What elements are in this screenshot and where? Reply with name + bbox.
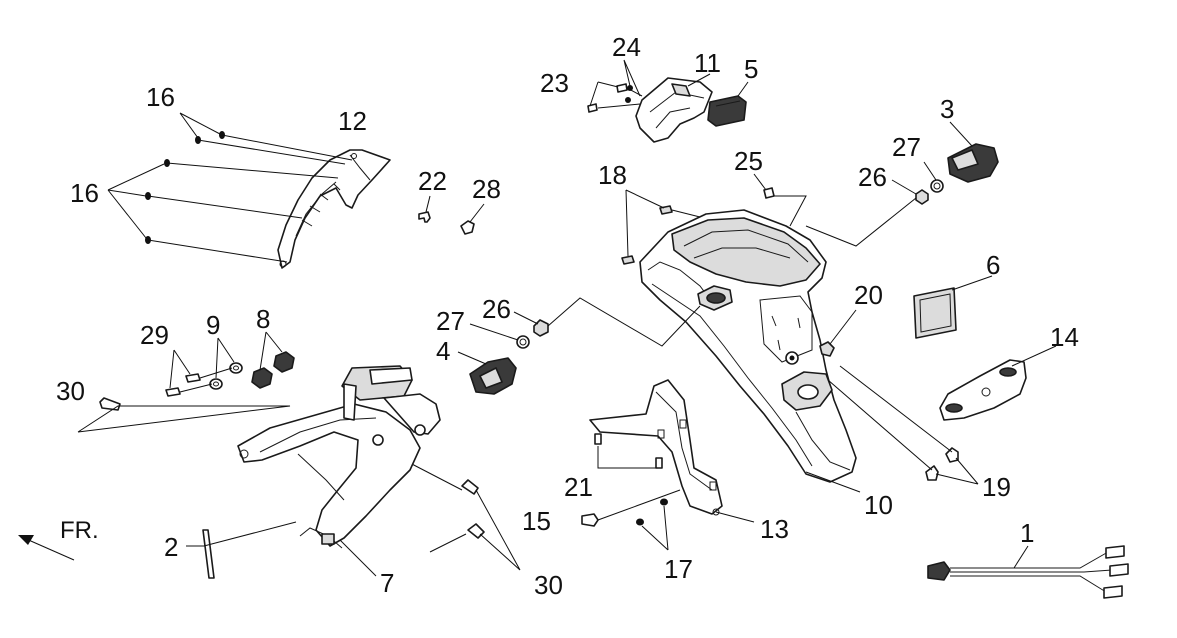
callout-10: 10: [864, 490, 893, 520]
callout-27-left: 27: [436, 306, 465, 336]
part-21-bolts: [594, 433, 663, 469]
part-5-relay: [707, 81, 749, 127]
part-12-splash-guard: [277, 149, 391, 269]
part-7-subframe: [237, 365, 441, 577]
callout-27-right: 27: [892, 132, 921, 162]
part-19-caps: [827, 365, 979, 485]
callout-8: 8: [256, 304, 270, 334]
part-10-rear-fender: [639, 209, 861, 493]
part-1-wiring-harness: [927, 545, 1129, 599]
callout-13: 13: [760, 514, 789, 544]
part-23-24-screws: [587, 59, 711, 113]
callout-30-bottom: 30: [534, 570, 563, 600]
part-25-screw: [753, 173, 807, 227]
callout-21: 21: [564, 472, 593, 502]
callout-3: 3: [940, 94, 954, 124]
callout-26-left: 26: [482, 294, 511, 324]
part-15-bolt: [581, 489, 681, 527]
callout-15: 15: [522, 506, 551, 536]
callout-1: 1: [1020, 518, 1034, 548]
callout-18: 18: [598, 160, 627, 190]
front-label: FR.: [60, 517, 99, 544]
callout-16-left: 16: [70, 178, 99, 208]
callout-9: 9: [206, 310, 220, 340]
part-11-bracket: [635, 77, 713, 143]
part-22-screw: [418, 195, 431, 223]
callout-25: 25: [734, 146, 763, 176]
callout-30-left: 30: [56, 376, 85, 406]
part-14-license-bracket: [939, 345, 1057, 421]
callout-17: 17: [664, 554, 693, 584]
callout-26-right: 26: [858, 162, 887, 192]
part-17-nuts: [636, 498, 669, 551]
part-26-27-washer-right: [805, 161, 944, 247]
callout-11: 11: [694, 48, 721, 78]
callout-19: 19: [982, 472, 1011, 502]
part-20-nut: [819, 309, 857, 357]
part-4-turn-signal-left: [457, 351, 517, 395]
part-6-reflector: [913, 275, 993, 339]
callout-23: 23: [540, 68, 569, 98]
callout-24: 24: [612, 32, 641, 62]
part-9-washers: [209, 337, 243, 390]
callout-22: 22: [418, 166, 447, 196]
callout-12: 12: [338, 106, 367, 136]
callout-16-top: 16: [146, 82, 175, 112]
front-direction-indicator: FR.: [18, 517, 99, 561]
part-30-bolts: [77, 397, 521, 571]
part-18-screws: [621, 189, 705, 265]
part-13-mount-bracket: [589, 379, 755, 523]
callout-29: 29: [140, 320, 169, 350]
part-16-clips: [107, 112, 353, 263]
part-2-long-bolt: [186, 521, 297, 579]
callout-labels: 1 2 3 4 5 6 7 8 9 10 11 12 13 14 15 16 1…: [56, 32, 1079, 600]
callout-14: 14: [1050, 322, 1079, 352]
callout-4: 4: [436, 336, 450, 366]
callout-20: 20: [854, 280, 883, 310]
callout-28: 28: [472, 174, 501, 204]
callout-2: 2: [164, 532, 178, 562]
callout-7: 7: [380, 568, 394, 598]
part-26-27-washer-left: [469, 297, 701, 349]
part-28-clip: [460, 203, 485, 235]
callout-5: 5: [744, 54, 758, 84]
part-29-bolts: [165, 349, 201, 397]
callout-6: 6: [986, 250, 1000, 280]
part-3-turn-signal-right: [947, 121, 999, 183]
part-8-nuts: [179, 331, 295, 393]
